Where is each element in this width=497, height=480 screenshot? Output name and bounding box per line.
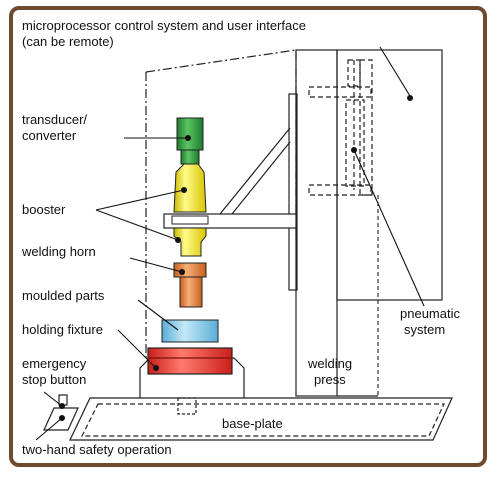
transducer-label-line1: transducer/ — [22, 112, 87, 127]
two-hand-safety-label: two-hand safety operation — [22, 442, 172, 457]
moulded-parts — [161, 319, 219, 343]
pneumatic-label-line2: system — [404, 322, 445, 337]
diagram-frame — [9, 6, 487, 467]
base-plate — [69, 397, 453, 441]
holding-fixture — [139, 347, 245, 400]
control-system-enclosure — [145, 49, 297, 360]
emergency-stop-button — [43, 394, 79, 431]
transducer-label-line2: converter — [22, 128, 77, 143]
holding-fixture-label: holding fixture — [22, 322, 103, 337]
base-plate-label: base-plate — [222, 416, 283, 431]
moulded-parts-label: moulded parts — [22, 288, 105, 303]
leader-dots — [59, 95, 413, 421]
control-system-label-line2: (can be remote) — [22, 34, 114, 49]
welding-press-label-line1: welding — [307, 356, 352, 371]
leader-lines — [35, 46, 425, 441]
pneumatic-cylinder — [308, 59, 373, 196]
emergency-stop-label-line1: emergency — [22, 356, 87, 371]
booster-label: booster — [22, 202, 66, 217]
pneumatic-label-line1: pneumatic — [400, 306, 460, 321]
welding-press-column — [288, 49, 443, 397]
welding-horn — [173, 262, 207, 308]
control-system-label-line1: microprocessor control system and user i… — [22, 18, 306, 33]
welding-press-label-line2: press — [314, 372, 346, 387]
emergency-stop-label-line2: stop button — [22, 372, 86, 387]
booster — [171, 163, 209, 257]
transducer-converter — [176, 117, 204, 165]
horn-label: welding horn — [21, 244, 96, 259]
